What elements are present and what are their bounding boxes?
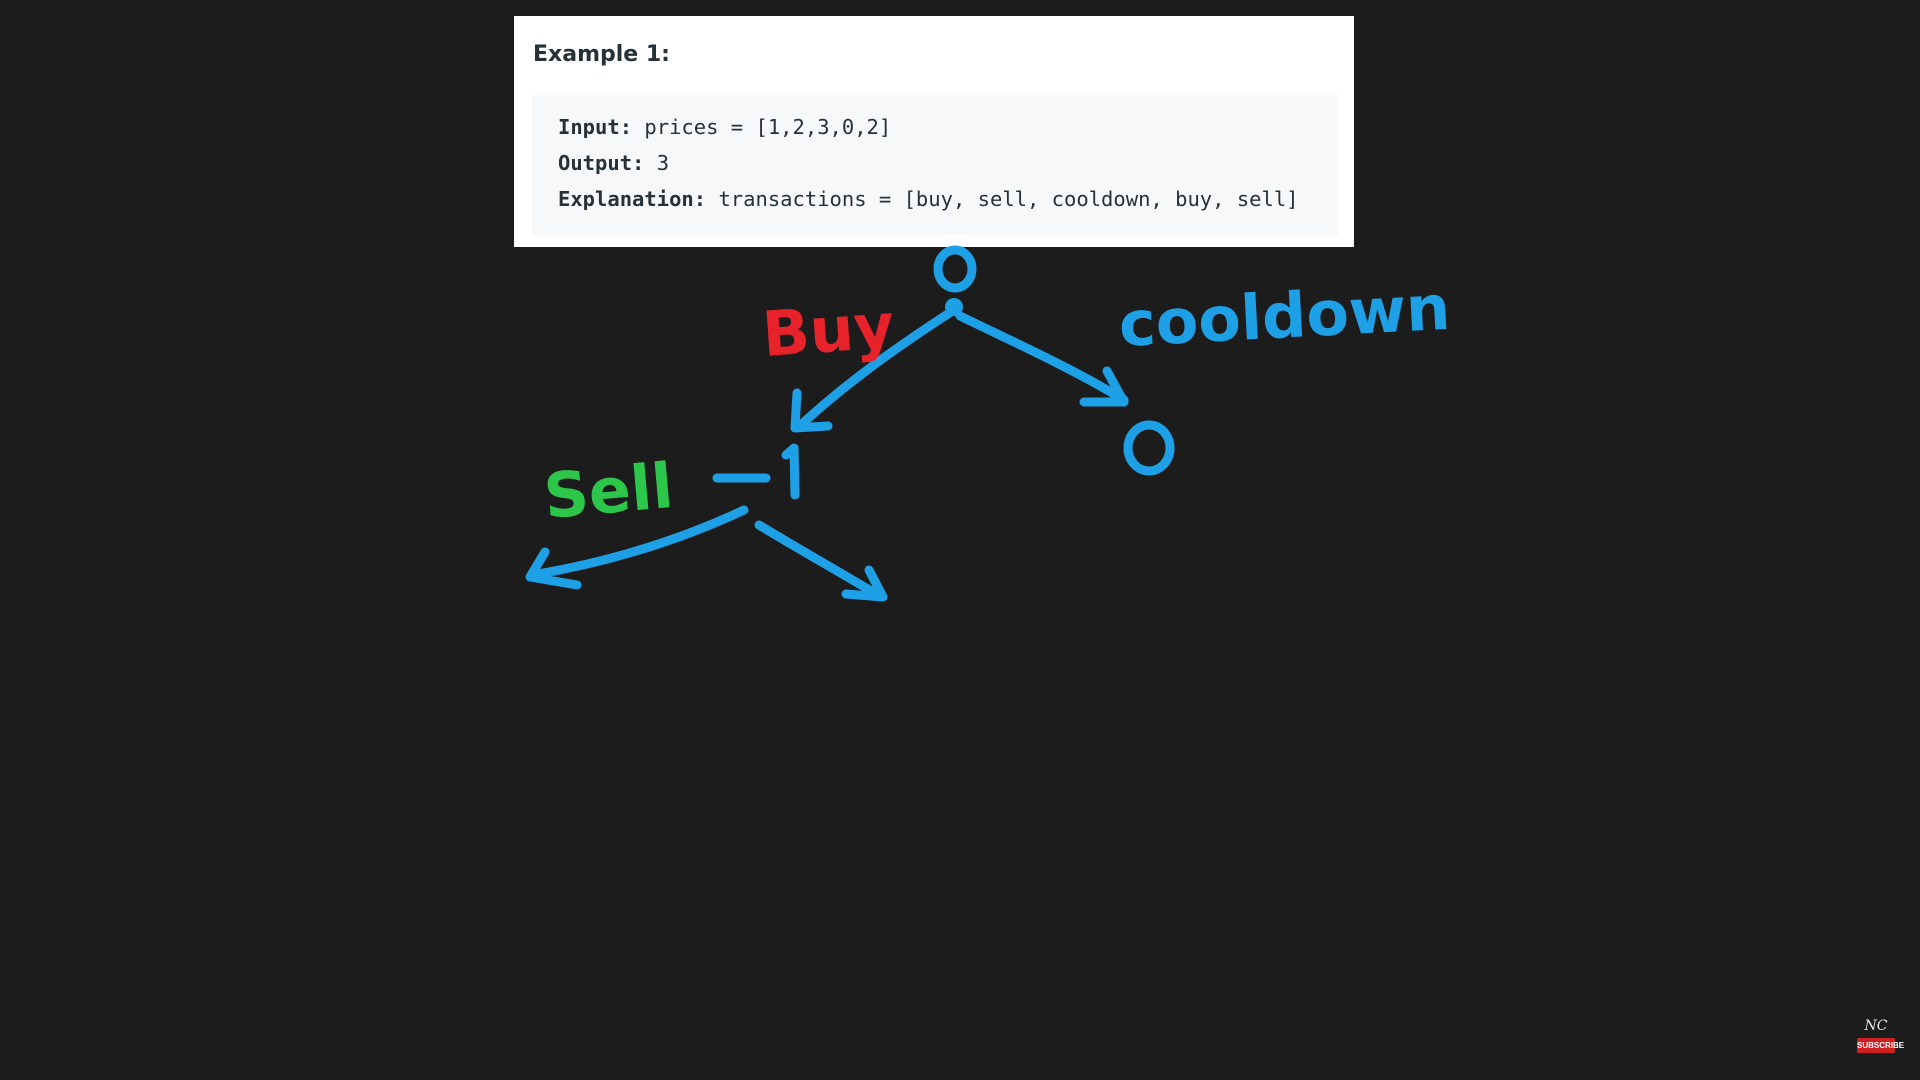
input-line: Input: prices = [1,2,3,0,2] — [558, 109, 1338, 145]
channel-subscribe-badge[interactable]: NC SUBSCRIBE — [1856, 1016, 1904, 1054]
right-child-branch-arrowhead — [841, 565, 888, 602]
channel-logo: NC — [1864, 1018, 1888, 1034]
sell-branch-arrowhead — [525, 547, 582, 590]
tree-strokes — [525, 245, 1175, 602]
right-child-branch-line — [754, 520, 886, 602]
explanation-line: Explanation: transactions = [buy, sell, … — [558, 181, 1338, 217]
buy-label: Buy — [760, 289, 897, 371]
input-value: prices = [1,2,3,0,2] — [632, 115, 892, 139]
example-code-block: Input: prices = [1,2,3,0,2] Output: 3 Ex… — [532, 95, 1338, 235]
cooldown-label: cooldown — [1117, 271, 1452, 361]
output-line: Output: 3 — [558, 145, 1338, 181]
output-value: 3 — [644, 151, 670, 175]
subscribe-button[interactable]: SUBSCRIBE — [1857, 1038, 1904, 1053]
sell-branch-line — [527, 505, 749, 580]
buy-branch-arrowhead — [790, 388, 833, 433]
buy-branch-line — [798, 305, 959, 428]
root-node-circle — [933, 245, 977, 293]
explanation-label: Explanation: — [558, 187, 707, 211]
input-label: Input: — [558, 115, 633, 139]
minus-one-digit — [781, 443, 800, 500]
output-label: Output: — [558, 151, 645, 175]
explanation-value: transactions = [buy, sell, cooldown, buy… — [706, 187, 1299, 211]
example-card: Example 1: Input: prices = [1,2,3,0,2] O… — [514, 16, 1354, 247]
sell-label: Sell — [541, 449, 676, 533]
cooldown-branch-arrowhead — [1079, 366, 1129, 407]
cooldown-branch-line — [955, 311, 1129, 405]
example-title: Example 1: — [533, 42, 670, 67]
cooldown-node-circle — [1123, 420, 1175, 476]
